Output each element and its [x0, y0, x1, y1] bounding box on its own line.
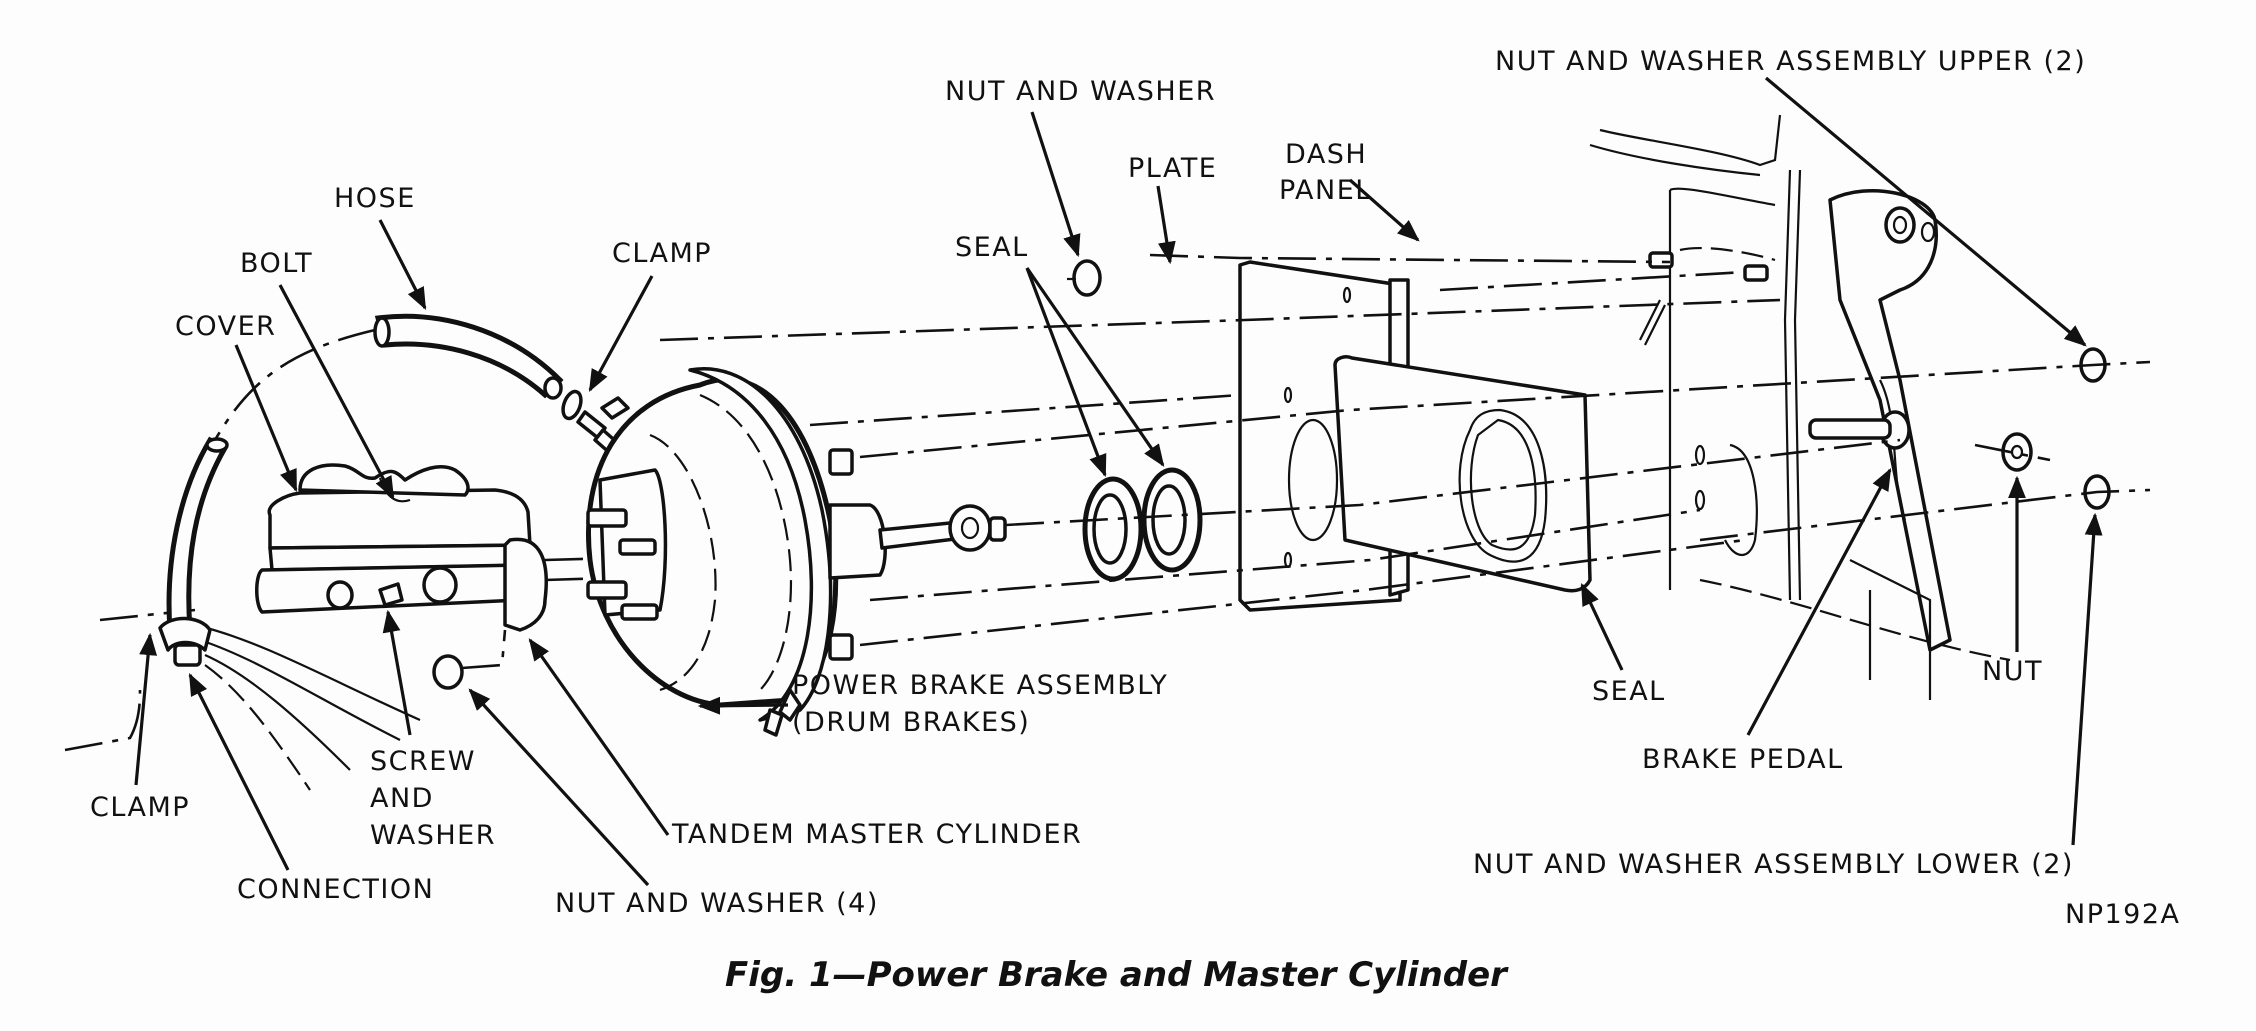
label-nut-and-washer-4: NUT AND WASHER (4): [555, 888, 879, 919]
label-dash-panel-line2: PANEL: [1279, 175, 1372, 206]
leader-nut-washer-upper: [1764, 76, 2087, 347]
leader-bolt: [278, 284, 395, 499]
label-cover: COVER: [175, 311, 276, 342]
tandem-master-cylinder-drawing: [255, 463, 621, 632]
leader-nut-and-washer: [1030, 111, 1081, 258]
dash-panel-drawing: [1589, 114, 1802, 601]
nut-top-drawing: [1067, 259, 1102, 297]
leader-seal-bottom: [1580, 582, 1624, 671]
leader-dash-panel: [1348, 178, 1420, 242]
power-brake-booster-drawing: [586, 367, 1007, 737]
leader-screw-and-washer: [382, 609, 412, 736]
leader-cover: [234, 344, 298, 493]
leader-connection: [188, 672, 290, 871]
brake-lines: [64, 608, 421, 791]
label-bolt: BOLT: [240, 248, 313, 279]
figure-id: NP192A: [2065, 899, 2180, 930]
label-clamp-top: CLAMP: [612, 238, 712, 269]
label-nut-washer-lower: NUT AND WASHER ASSEMBLY LOWER (2): [1473, 849, 2074, 880]
label-tandem-master-cylinder: TANDEM MASTER CYLINDER: [671, 819, 1082, 850]
leader-seal-top-b: [1025, 267, 1165, 467]
label-nut-washer-upper: NUT AND WASHER ASSEMBLY UPPER (2): [1495, 46, 2086, 77]
label-nut: NUT: [1982, 656, 2043, 687]
leader-power-brake-assembly: [697, 696, 789, 715]
leader-clamp-top: [588, 275, 654, 392]
label-dash-panel-line1: DASH: [1285, 139, 1367, 170]
vacuum-hose-lower: [166, 436, 229, 633]
nuts-right-drawing: [2001, 347, 2111, 510]
label-connection: CONNECTION: [237, 874, 434, 905]
label-plate: PLATE: [1128, 153, 1217, 184]
label-clamp-bottom: CLAMP: [90, 792, 190, 823]
figure-caption: Fig. 1—Power Brake and Master Cylinder: [725, 955, 1509, 995]
hose-clamp-lower: [158, 616, 212, 667]
label-nut-and-washer: NUT AND WASHER: [945, 76, 1216, 107]
leader-tandem-master-cylinder: [528, 638, 670, 836]
brake-pedal-drawing: [1808, 188, 1952, 700]
leader-seal-top-a: [1025, 267, 1107, 478]
leader-nut-and-washer-4: [468, 688, 650, 887]
seal-gasket-drawing: [1333, 355, 1592, 593]
leader-plate: [1156, 185, 1176, 265]
vacuum-hose-upper: [373, 313, 564, 400]
label-seal-top: SEAL: [955, 232, 1029, 263]
label-screw-and-washer-line1: SCREW: [370, 746, 476, 777]
leader-clamp-bottom: [134, 632, 158, 786]
label-brake-pedal: BRAKE PEDAL: [1642, 744, 1844, 775]
hose-route-line: [213, 328, 376, 441]
nut-and-washer-drawing: [432, 629, 507, 690]
label-screw-and-washer-line3: WASHER: [370, 820, 496, 851]
label-screw-and-washer-line2: AND: [370, 783, 434, 814]
label-seal-bottom: SEAL: [1592, 676, 1666, 707]
leader-brake-pedal: [1746, 468, 1892, 736]
seal-rings-drawing: [1082, 467, 1203, 582]
label-power-brake-assembly-line1: POWER BRAKE ASSEMBLY: [792, 670, 1168, 701]
label-power-brake-assembly-line2: (DRUM BRAKES): [792, 707, 1030, 738]
alignment-lines: [659, 253, 2151, 662]
leader-nut-washer-lower: [2071, 512, 2103, 846]
leader-hose: [378, 219, 427, 310]
label-hose: HOSE: [334, 183, 416, 214]
